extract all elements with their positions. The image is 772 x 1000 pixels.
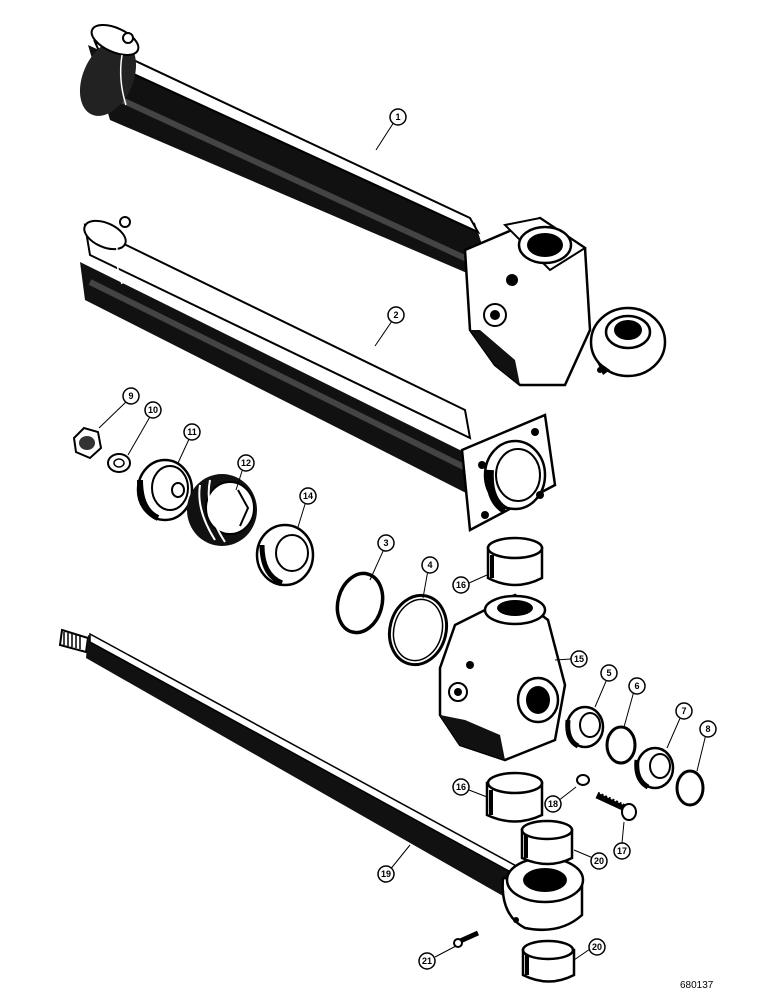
callout-4: 4 [421, 556, 439, 574]
svg-text:1: 1 [395, 112, 400, 122]
part-wiper-seal [255, 523, 315, 587]
part-bolt [595, 791, 637, 821]
svg-text:18: 18 [548, 799, 558, 809]
part-cylinder-assembly [79, 24, 667, 387]
part-o-ring [335, 571, 385, 635]
part-bushing-lower [485, 771, 544, 823]
callout-20-lower: 20 [588, 938, 606, 956]
svg-text:12: 12 [241, 458, 251, 468]
callout-1: 1 [389, 108, 407, 126]
callout-2: 2 [387, 306, 405, 324]
callout-leaders [98, 121, 707, 961]
callout-20-upper: 20 [590, 852, 608, 870]
svg-text:10: 10 [148, 405, 158, 415]
callout-8: 8 [699, 720, 717, 738]
callout-6: 6 [628, 677, 646, 695]
callout-3: 3 [377, 534, 395, 552]
part-bearing-cap [634, 746, 675, 790]
part-piston [136, 458, 194, 522]
part-snap-ring [605, 725, 637, 765]
part-bushing-rod-upper [520, 819, 574, 866]
callout-16-lower: 16 [452, 778, 470, 796]
callout-11: 11 [183, 423, 201, 441]
figure-id: 680137 [680, 980, 714, 991]
callout-bubbles: 1 2 3 4 5 6 7 8 9 10 11 12 14 15 16 16 1… [122, 108, 717, 970]
svg-text:7: 7 [681, 706, 686, 716]
svg-text:8: 8 [705, 724, 710, 734]
svg-text:20: 20 [592, 942, 602, 952]
part-piston-seal [187, 474, 257, 546]
callout-14: 14 [299, 487, 317, 505]
svg-text:15: 15 [574, 654, 584, 664]
svg-text:11: 11 [187, 427, 197, 437]
svg-text:16: 16 [456, 782, 466, 792]
part-washer [107, 453, 131, 473]
svg-text:20: 20 [594, 856, 604, 866]
callout-19: 19 [377, 865, 395, 883]
part-grease-fitting [453, 930, 480, 948]
callout-10: 10 [144, 401, 162, 419]
part-nut [72, 426, 103, 460]
svg-text:9: 9 [128, 391, 133, 401]
part-piston-rod [58, 628, 585, 932]
svg-text:2: 2 [393, 310, 398, 320]
callout-17: 17 [613, 842, 631, 860]
part-cylinder-head [438, 593, 567, 762]
svg-text:5: 5 [606, 668, 611, 678]
callout-7: 7 [675, 702, 693, 720]
svg-text:17: 17 [617, 846, 627, 856]
svg-text:21: 21 [422, 956, 432, 966]
svg-text:3: 3 [383, 538, 388, 548]
callout-21: 21 [418, 952, 436, 970]
svg-text:4: 4 [427, 560, 432, 570]
part-bushing-rod-lower [521, 939, 576, 983]
svg-text:6: 6 [634, 681, 639, 691]
part-retaining-ring [675, 769, 705, 807]
part-backup-ring [387, 593, 449, 667]
callout-16-upper: 16 [452, 576, 470, 594]
callout-12: 12 [237, 454, 255, 472]
part-bearing [565, 705, 605, 749]
part-washer-small [576, 774, 590, 786]
svg-text:16: 16 [456, 580, 466, 590]
callout-9: 9 [122, 387, 140, 405]
svg-text:14: 14 [303, 491, 313, 501]
callout-18: 18 [544, 795, 562, 813]
callout-5: 5 [600, 664, 618, 682]
svg-text:19: 19 [381, 869, 391, 879]
callout-15: 15 [570, 650, 588, 668]
part-bushing-upper [486, 536, 544, 587]
part-cylinder-tube [80, 216, 557, 532]
